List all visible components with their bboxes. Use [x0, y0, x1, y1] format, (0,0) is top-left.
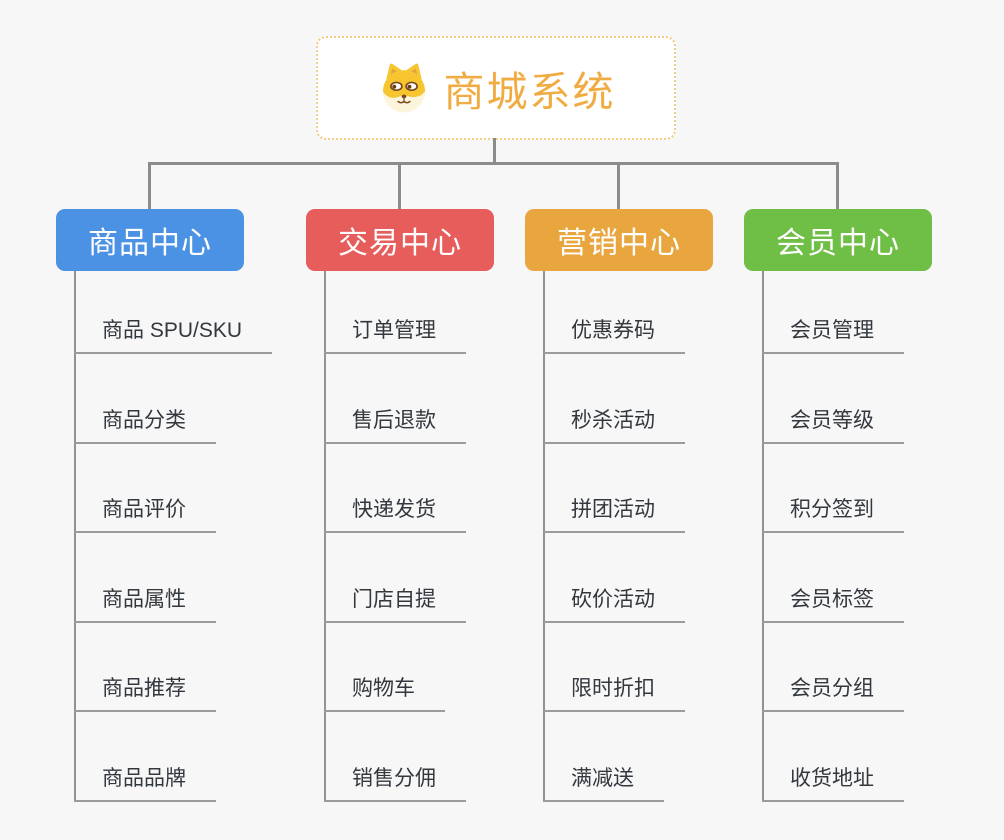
branch-trade-center: 交易中心 订单管理 售后退款 快递发货 门店自提 购物车 销售分佣	[306, 209, 494, 819]
connector-drop-trade	[398, 162, 401, 210]
dog-face-icon	[382, 63, 425, 113]
leaf-node[interactable]: 商品评价	[74, 497, 216, 533]
leaf-node[interactable]: 商品 SPU/SKU	[74, 318, 273, 354]
leaf-node[interactable]: 门店自提	[324, 587, 466, 623]
leaf-node[interactable]: 收货地址	[762, 766, 904, 802]
connector-root-drop	[493, 138, 496, 164]
leaf-node[interactable]: 商品属性	[74, 587, 216, 623]
root-node-mall-system[interactable]: 商城系统	[316, 36, 676, 140]
leaf-node[interactable]: 会员等级	[762, 408, 904, 444]
branch-header-product-center[interactable]: 商品中心	[56, 209, 244, 271]
branch-member-center: 会员中心 会员管理 会员等级 积分签到 会员标签 会员分组 收货地址	[744, 209, 932, 819]
leaf-node[interactable]: 商品推荐	[74, 676, 216, 712]
connector-rail	[148, 162, 839, 165]
branch-spine	[543, 271, 545, 802]
leaf-node[interactable]: 会员标签	[762, 587, 904, 623]
branch-marketing-center: 营销中心 优惠券码 秒杀活动 拼团活动 砍价活动 限时折扣 满减送	[525, 209, 713, 819]
leaf-node[interactable]: 订单管理	[324, 318, 466, 354]
leaf-node[interactable]: 购物车	[324, 676, 445, 712]
leaf-node[interactable]: 销售分佣	[324, 766, 466, 802]
branch-spine	[762, 271, 764, 802]
leaf-node[interactable]: 商品分类	[74, 408, 216, 444]
leaf-node[interactable]: 秒杀活动	[543, 408, 685, 444]
leaf-node[interactable]: 商品品牌	[74, 766, 216, 802]
leaf-node[interactable]: 积分签到	[762, 497, 904, 533]
branch-spine	[74, 271, 76, 802]
branch-product-center: 商品中心 商品 SPU/SKU 商品分类 商品评价 商品属性 商品推荐 商品品牌	[56, 209, 273, 819]
branch-header-marketing-center[interactable]: 营销中心	[525, 209, 713, 271]
leaf-node[interactable]: 售后退款	[324, 408, 466, 444]
leaf-node[interactable]: 会员管理	[762, 318, 904, 354]
leaf-node[interactable]: 快递发货	[324, 497, 466, 533]
connector-drop-product	[148, 162, 151, 210]
leaf-node[interactable]: 满减送	[543, 766, 664, 802]
root-title: 商城系统	[443, 69, 616, 115]
leaf-node[interactable]: 优惠券码	[543, 318, 685, 354]
branch-header-member-center[interactable]: 会员中心	[744, 209, 932, 271]
branch-spine	[324, 271, 326, 802]
connector-drop-member	[836, 162, 839, 210]
branch-header-trade-center[interactable]: 交易中心	[306, 209, 494, 271]
leaf-node[interactable]: 限时折扣	[543, 676, 685, 712]
leaf-node[interactable]: 会员分组	[762, 676, 904, 712]
leaf-node[interactable]: 拼团活动	[543, 497, 685, 533]
leaf-node[interactable]: 砍价活动	[543, 587, 685, 623]
connector-drop-marketing	[617, 162, 620, 210]
